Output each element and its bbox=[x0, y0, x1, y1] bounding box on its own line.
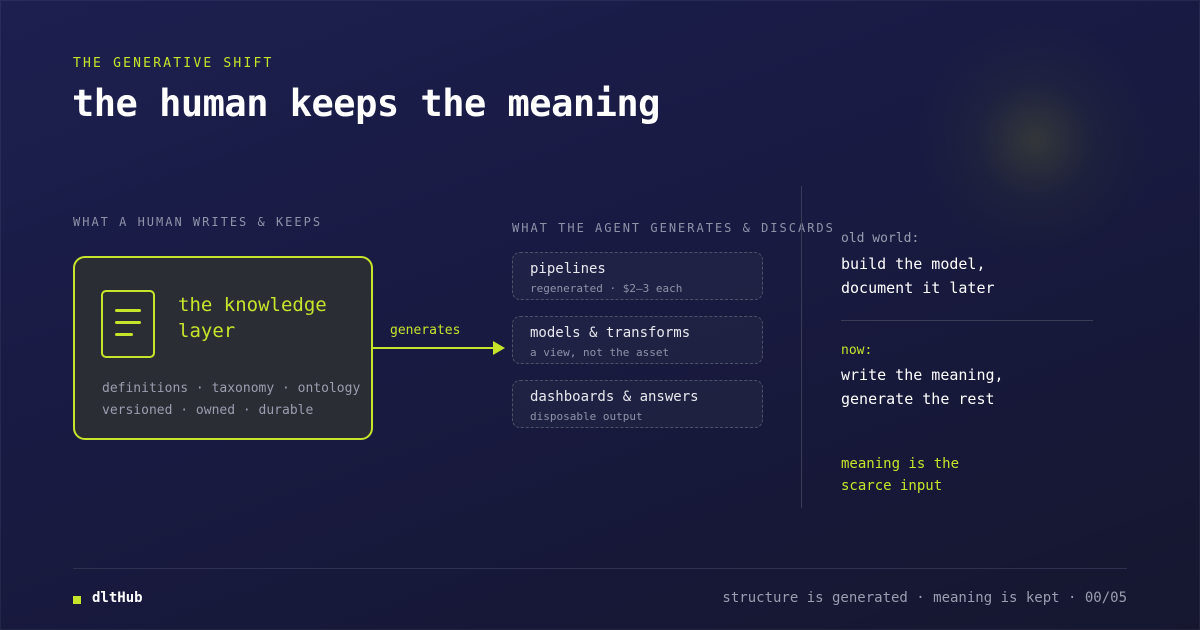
horizontal-divider bbox=[841, 320, 1093, 321]
tags-line-2: versioned · owned · durable bbox=[102, 403, 314, 418]
now-line-2: generate the rest bbox=[841, 390, 995, 408]
old-world-text: build the model, document it later bbox=[841, 252, 995, 300]
generated-item-subtitle: disposable output bbox=[530, 410, 643, 423]
generated-item-models: models & transforms a view, not the asse… bbox=[512, 316, 763, 364]
tags-line-1: definitions · taxonomy · ontology bbox=[102, 381, 361, 396]
human-column-label: WHAT A HUMAN WRITES & KEEPS bbox=[73, 215, 323, 229]
generated-item-pipelines: pipelines regenerated · $2–3 each bbox=[512, 252, 763, 300]
old-world-line-1: build the model, bbox=[841, 255, 986, 273]
knowledge-layer-tags: definitions · taxonomy · ontology versio… bbox=[102, 378, 360, 422]
generated-item-title: pipelines bbox=[530, 261, 606, 277]
generated-item-dashboards: dashboards & answers disposable output bbox=[512, 380, 763, 428]
generated-item-title: dashboards & answers bbox=[530, 389, 699, 405]
now-label: now: bbox=[841, 343, 873, 358]
brand-square-icon bbox=[73, 596, 81, 604]
generates-arrow-line bbox=[373, 347, 501, 349]
brand-name: dltHub bbox=[92, 590, 143, 606]
takeaway-line-2: scarce input bbox=[841, 478, 943, 494]
generated-item-subtitle: a view, not the asset bbox=[530, 346, 670, 359]
knowledge-layer-title: the knowledge layer bbox=[178, 294, 327, 342]
generated-item-subtitle: regenerated · $2–3 each bbox=[530, 282, 683, 295]
old-world-label: old world: bbox=[841, 231, 920, 246]
arrow-right-icon bbox=[493, 341, 505, 355]
knowledge-layer-card: the knowledge layer definitions · taxono… bbox=[73, 256, 373, 440]
document-icon bbox=[101, 290, 155, 358]
old-world-line-2: document it later bbox=[841, 279, 995, 297]
takeaway-line-1: meaning is the bbox=[841, 456, 960, 472]
eyebrow-label: THE GENERATIVE SHIFT bbox=[73, 56, 274, 71]
slide-title: the human keeps the meaning bbox=[72, 82, 660, 125]
takeaway-text: meaning is the scarce input bbox=[841, 453, 959, 497]
generated-item-title: models & transforms bbox=[530, 325, 691, 341]
vertical-divider bbox=[801, 186, 802, 508]
footer-divider bbox=[73, 568, 1127, 569]
agent-column-label: WHAT THE AGENT GENERATES & DISCARDS bbox=[512, 221, 835, 235]
now-text: write the meaning, generate the rest bbox=[841, 363, 1004, 411]
generates-label: generates bbox=[390, 323, 461, 338]
now-line-1: write the meaning, bbox=[841, 366, 1004, 384]
footer-caption: structure is generated · meaning is kept… bbox=[722, 590, 1127, 606]
